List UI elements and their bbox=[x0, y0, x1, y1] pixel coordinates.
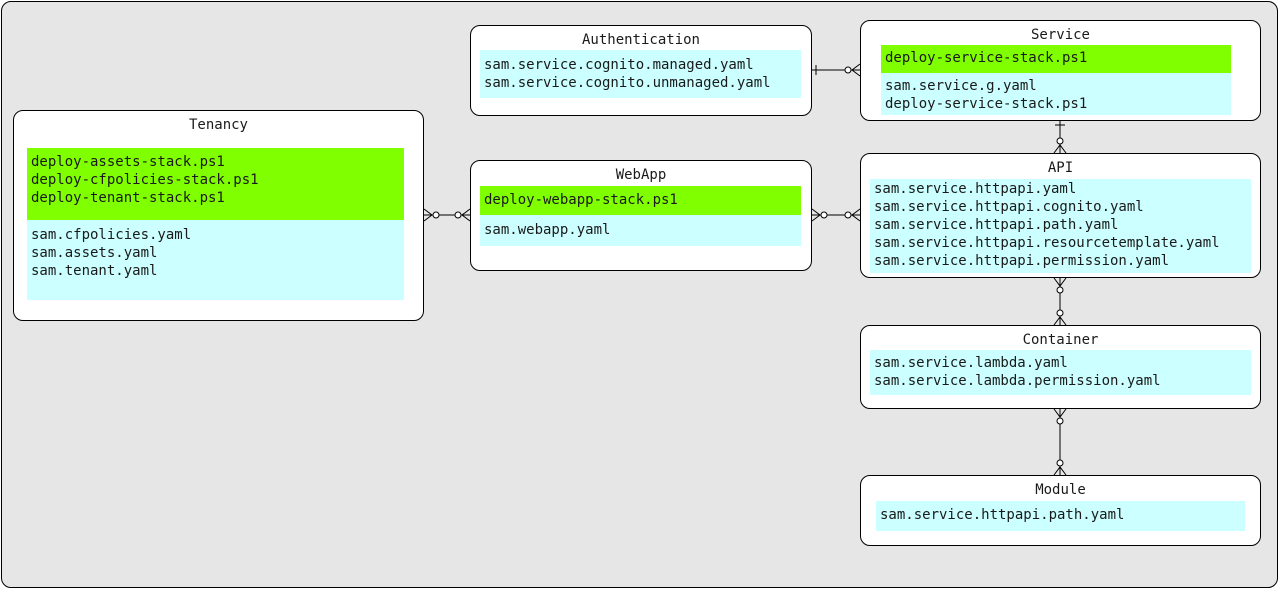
entity-title: API bbox=[1047, 160, 1074, 176]
templates-section: sam.cfpolicies.yaml sam.assets.yaml sam.… bbox=[27, 220, 404, 300]
template-item: sam.assets.yaml bbox=[31, 245, 158, 261]
script-item: deploy-cfpolicies-stack.ps1 bbox=[31, 172, 259, 188]
template-item: sam.service.g.yaml bbox=[885, 78, 1037, 94]
template-item: sam.service.httpapi.permission.yaml bbox=[874, 253, 1170, 269]
script-item: deploy-webapp-stack.ps1 bbox=[484, 192, 678, 208]
entity-title: WebApp bbox=[615, 167, 667, 183]
template-item: sam.service.lambda.yaml bbox=[874, 355, 1068, 371]
templates-section: sam.webapp.yaml bbox=[480, 215, 801, 246]
scripts-section: deploy-service-stack.ps1 bbox=[881, 45, 1231, 73]
entity-title: Tenancy bbox=[188, 117, 248, 133]
templates-section: sam.service.lambda.yaml sam.service.lamb… bbox=[870, 350, 1251, 395]
entity-authentication[interactable]: Authentication sam.service.cognito.manag… bbox=[470, 25, 812, 116]
template-item: sam.service.cognito.managed.yaml bbox=[484, 57, 754, 73]
script-item: deploy-assets-stack.ps1 bbox=[31, 154, 225, 170]
template-item: sam.service.lambda.permission.yaml bbox=[874, 373, 1161, 389]
entity-api[interactable]: API sam.service.httpapi.yaml sam.service… bbox=[860, 153, 1261, 278]
entity-module[interactable]: Module sam.service.httpapi.path.yaml bbox=[860, 475, 1261, 546]
entity-title: Authentication bbox=[581, 32, 700, 48]
scripts-section: deploy-assets-stack.ps1 deploy-cfpolicie… bbox=[27, 148, 404, 220]
template-item: sam.tenant.yaml bbox=[31, 263, 158, 279]
template-item: sam.service.cognito.unmanaged.yaml bbox=[484, 75, 771, 91]
entity-title: Container bbox=[1022, 332, 1099, 348]
entity-title: Module bbox=[1035, 482, 1086, 498]
template-item: sam.webapp.yaml bbox=[484, 222, 611, 238]
entity-webapp[interactable]: WebApp deploy-webapp-stack.ps1 sam.webap… bbox=[470, 160, 812, 271]
template-item: sam.service.httpapi.yaml bbox=[874, 181, 1077, 197]
template-item: sam.cfpolicies.yaml bbox=[31, 227, 192, 243]
template-item: sam.service.httpapi.resourcetemplate.yam… bbox=[874, 235, 1220, 251]
entity-tenancy[interactable]: Tenancy deploy-assets-stack.ps1 deploy-c… bbox=[13, 110, 424, 321]
script-item: deploy-service-stack.ps1 bbox=[885, 50, 1088, 66]
templates-section: sam.service.g.yaml deploy-service-stack.… bbox=[881, 73, 1231, 115]
scripts-section: deploy-webapp-stack.ps1 bbox=[480, 186, 801, 215]
entity-service[interactable]: Service deploy-service-stack.ps1 sam.ser… bbox=[860, 20, 1261, 121]
script-item: deploy-tenant-stack.ps1 bbox=[31, 190, 225, 206]
templates-section: sam.service.httpapi.path.yaml bbox=[876, 501, 1245, 531]
templates-section: sam.service.cognito.managed.yaml sam.ser… bbox=[480, 50, 801, 98]
template-item: sam.service.httpapi.path.yaml bbox=[880, 507, 1125, 523]
template-item: sam.service.httpapi.cognito.yaml bbox=[874, 199, 1144, 215]
template-item: deploy-service-stack.ps1 bbox=[885, 96, 1088, 112]
entity-title: Service bbox=[1030, 27, 1090, 43]
entity-container[interactable]: Container sam.service.lambda.yaml sam.se… bbox=[860, 325, 1261, 409]
templates-section: sam.service.httpapi.yaml sam.service.htt… bbox=[870, 179, 1251, 273]
template-item: sam.service.httpapi.path.yaml bbox=[874, 217, 1119, 233]
